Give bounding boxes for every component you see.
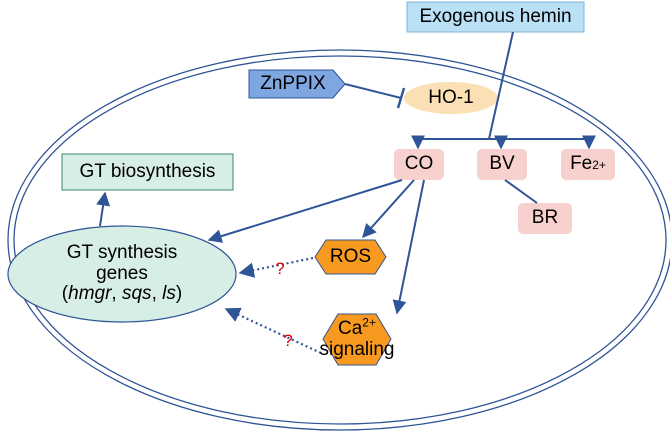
znppix-inhibition-line xyxy=(344,83,402,99)
fe-box xyxy=(561,149,615,180)
gt-genes-ellipse xyxy=(7,225,237,323)
gene-sqs: sqs xyxy=(121,283,152,305)
cell-inner-membrane xyxy=(13,55,667,425)
cell-outer-membrane xyxy=(7,49,670,431)
co-box xyxy=(394,149,444,180)
br-label: BR xyxy=(531,207,559,229)
ca-charge: 2+ xyxy=(362,315,376,330)
ca-signaling-label: Ca2+ signaling xyxy=(320,314,395,365)
ca-hexagon xyxy=(322,313,392,366)
genes-to-biosynthesis-arrow xyxy=(96,191,111,227)
gene-ls: ls xyxy=(162,283,176,305)
co-label: CO xyxy=(404,153,434,175)
ca-symbol: Ca xyxy=(338,317,363,339)
gene-hmgr: hmgr xyxy=(68,283,112,305)
gt-biosynthesis-box xyxy=(61,153,234,191)
znppix-label: ZnPPIX xyxy=(260,72,326,94)
br-box xyxy=(518,203,572,234)
ho1-ellipse xyxy=(404,82,498,114)
ca-line: Ca2+ xyxy=(338,316,376,340)
bv-to-br-line xyxy=(504,179,538,204)
bv-label: BV xyxy=(489,153,515,175)
co-to-ros-arrow xyxy=(362,179,415,239)
hemin-down-line xyxy=(488,31,514,140)
ho1-label: HO-1 xyxy=(428,86,474,108)
exogenous-hemin-label: Exogenous hemin xyxy=(419,5,572,27)
znppix-shape xyxy=(248,69,346,99)
gt-genes-line3: (hmgr, sqs, ls) xyxy=(61,283,183,305)
ca-to-genes-dotted-arrow xyxy=(224,307,322,354)
question-mark-ros: ? xyxy=(275,258,285,278)
co-to-genes-arrow xyxy=(207,179,403,243)
fe-symbol: Fe xyxy=(570,153,593,175)
gt-genes-label: GT synthesis genes (hmgr, sqs, ls) xyxy=(10,232,234,316)
ros-label: ROS xyxy=(329,245,372,267)
signaling-line: signaling xyxy=(319,338,395,360)
co-to-ca-arrow xyxy=(392,179,425,315)
exogenous-hemin-box xyxy=(406,1,585,33)
ros-hexagon xyxy=(314,239,387,275)
bv-box xyxy=(477,149,527,180)
gt-genes-line2: genes xyxy=(96,262,148,284)
gt-genes-line1: GT synthesis xyxy=(66,241,178,263)
inhibition-bar xyxy=(396,87,406,109)
question-mark-ca: ? xyxy=(283,330,293,350)
gt-biosynthesis-label: GT biosynthesis xyxy=(79,160,216,182)
